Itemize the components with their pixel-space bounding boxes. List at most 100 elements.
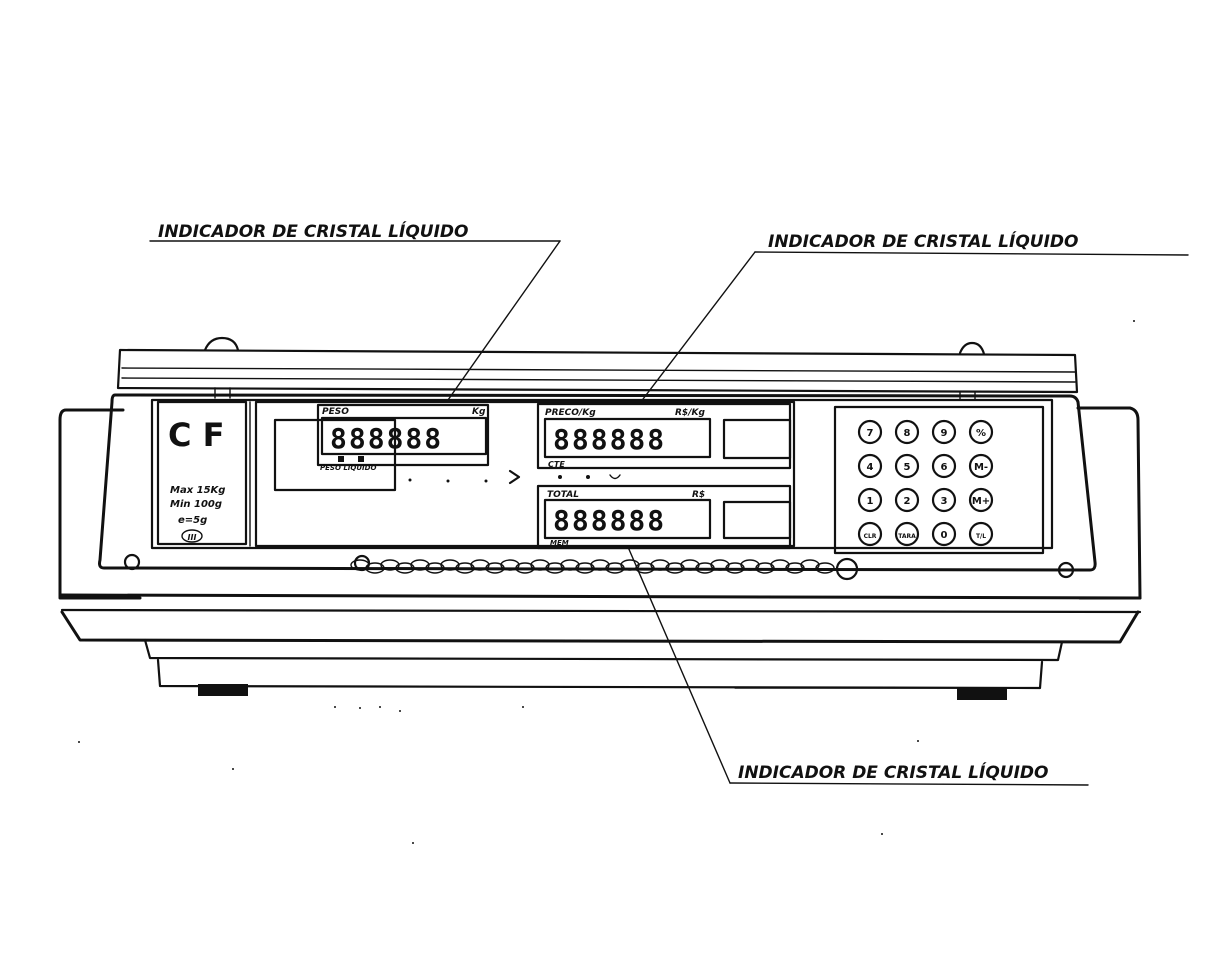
key-circle bbox=[857, 419, 883, 445]
class-mark: III bbox=[188, 533, 197, 542]
total-lcd bbox=[543, 498, 712, 540]
price-display: PRECO/Kg R$/Kg 888888 CTE bbox=[536, 402, 792, 480]
speck-2 bbox=[359, 707, 361, 709]
brand-logo: C F bbox=[168, 416, 224, 454]
weight-unit: Kg bbox=[472, 407, 486, 417]
key-label: TARA bbox=[898, 533, 916, 540]
key-label: M+ bbox=[972, 496, 990, 507]
key-circle bbox=[931, 453, 957, 479]
key-label: 3 bbox=[941, 496, 948, 507]
key-clr[interactable]: CLR bbox=[857, 521, 883, 547]
total-digits: 888888 bbox=[553, 504, 666, 537]
speck-9 bbox=[881, 833, 883, 835]
dot-3 bbox=[484, 479, 488, 483]
price-side-tab bbox=[722, 418, 792, 460]
lower-body bbox=[58, 553, 1142, 700]
key-label: 4 bbox=[867, 462, 874, 473]
weight-indicator-1 bbox=[338, 456, 344, 462]
key-2[interactable]: 2 bbox=[894, 487, 920, 513]
weight-indicator-2 bbox=[358, 456, 364, 462]
weighing-platter bbox=[116, 336, 1079, 401]
key-7[interactable]: 7 bbox=[857, 419, 883, 445]
key-circle bbox=[857, 521, 883, 547]
price-dot-1 bbox=[558, 475, 562, 479]
cable-start-cap bbox=[353, 554, 371, 572]
key-label: CLR bbox=[864, 533, 877, 540]
key-label: 7 bbox=[867, 428, 874, 439]
weight-digits: 888888 bbox=[330, 422, 443, 455]
key--[interactable]: % bbox=[968, 419, 994, 445]
total-side-tab bbox=[722, 500, 792, 540]
speck-3 bbox=[379, 706, 381, 708]
callout-top-left-leader bbox=[447, 240, 561, 401]
specks bbox=[78, 320, 1135, 844]
price-lcd bbox=[543, 417, 712, 459]
brand-spec-2: Min 100g bbox=[170, 499, 222, 510]
screw-right bbox=[1057, 561, 1075, 579]
display-area bbox=[254, 400, 796, 548]
key-m-[interactable]: M- bbox=[968, 453, 994, 479]
price-digits: 888888 bbox=[553, 423, 666, 456]
total-display: TOTAL R$ 888888 MEM bbox=[536, 484, 792, 550]
foot-left bbox=[198, 684, 248, 696]
key-tara[interactable]: TARA bbox=[894, 521, 920, 547]
body-rail-top bbox=[58, 593, 1142, 600]
keypad: 7 8 9% 4 5 6 M- 1 2 3 M+ CLR TARA 0 T/L bbox=[857, 419, 994, 547]
key-3[interactable]: 3 bbox=[931, 487, 957, 513]
speck-7 bbox=[412, 842, 414, 844]
key-circle bbox=[968, 419, 994, 445]
dot-1 bbox=[408, 478, 412, 482]
key-5[interactable]: 5 bbox=[894, 453, 920, 479]
key-circle bbox=[968, 487, 994, 513]
platter-line-2 bbox=[121, 377, 1076, 383]
key-circle bbox=[931, 487, 957, 513]
body-rail-bottom bbox=[60, 608, 1142, 614]
key-circle bbox=[857, 487, 883, 513]
cable-chain bbox=[350, 554, 859, 581]
platter-knob-left bbox=[203, 336, 240, 352]
callout-top-right-leader bbox=[639, 251, 756, 404]
callout-top-right-text: INDICADOR DE CRISTAL LÍQUIDO bbox=[768, 230, 1078, 252]
key-label: M- bbox=[974, 462, 988, 473]
right-wing bbox=[1076, 406, 1142, 600]
key-label: T/L bbox=[976, 533, 986, 540]
price-dot-2 bbox=[586, 475, 590, 479]
key-8[interactable]: 8 bbox=[894, 419, 920, 445]
left-wing bbox=[58, 408, 142, 600]
key-label: 2 bbox=[904, 496, 911, 507]
foot-right bbox=[957, 688, 1007, 700]
price-sublabel: CTE bbox=[548, 460, 565, 469]
base-step bbox=[143, 638, 1064, 662]
key-label: % bbox=[976, 428, 986, 439]
key-9[interactable]: 9 bbox=[931, 419, 957, 445]
weight-lcd bbox=[320, 416, 488, 456]
key-6[interactable]: 6 bbox=[931, 453, 957, 479]
brand-spec-3: e=5g bbox=[178, 515, 207, 526]
callout-top-right-underline bbox=[754, 251, 1189, 256]
platter-line-1 bbox=[121, 367, 1076, 373]
base-tray bbox=[60, 610, 1140, 644]
class-mark-oval bbox=[181, 529, 203, 543]
speck-10 bbox=[917, 740, 919, 742]
callout-bottom-text: INDICADOR DE CRISTAL LÍQUIDO bbox=[738, 761, 1048, 783]
key-label: 9 bbox=[941, 428, 948, 439]
key-m-[interactable]: M+ bbox=[968, 487, 994, 513]
key-circle bbox=[894, 419, 920, 445]
body-wings bbox=[58, 406, 1142, 600]
key-4[interactable]: 4 bbox=[857, 453, 883, 479]
screw-left bbox=[123, 553, 141, 571]
key-t-l[interactable]: T/L bbox=[968, 521, 994, 547]
chain-link bbox=[815, 562, 835, 574]
front-panel-outline bbox=[98, 393, 1097, 572]
key-1[interactable]: 1 bbox=[857, 487, 883, 513]
key-label: 5 bbox=[904, 462, 911, 473]
price-small-arc bbox=[609, 474, 621, 480]
speck-4 bbox=[399, 710, 401, 712]
platter-outline bbox=[116, 348, 1079, 394]
speck-5 bbox=[522, 706, 524, 708]
key-0[interactable]: 0 bbox=[931, 521, 957, 547]
key-circle bbox=[894, 487, 920, 513]
cable-connector bbox=[835, 557, 859, 581]
key-circle bbox=[931, 521, 957, 547]
